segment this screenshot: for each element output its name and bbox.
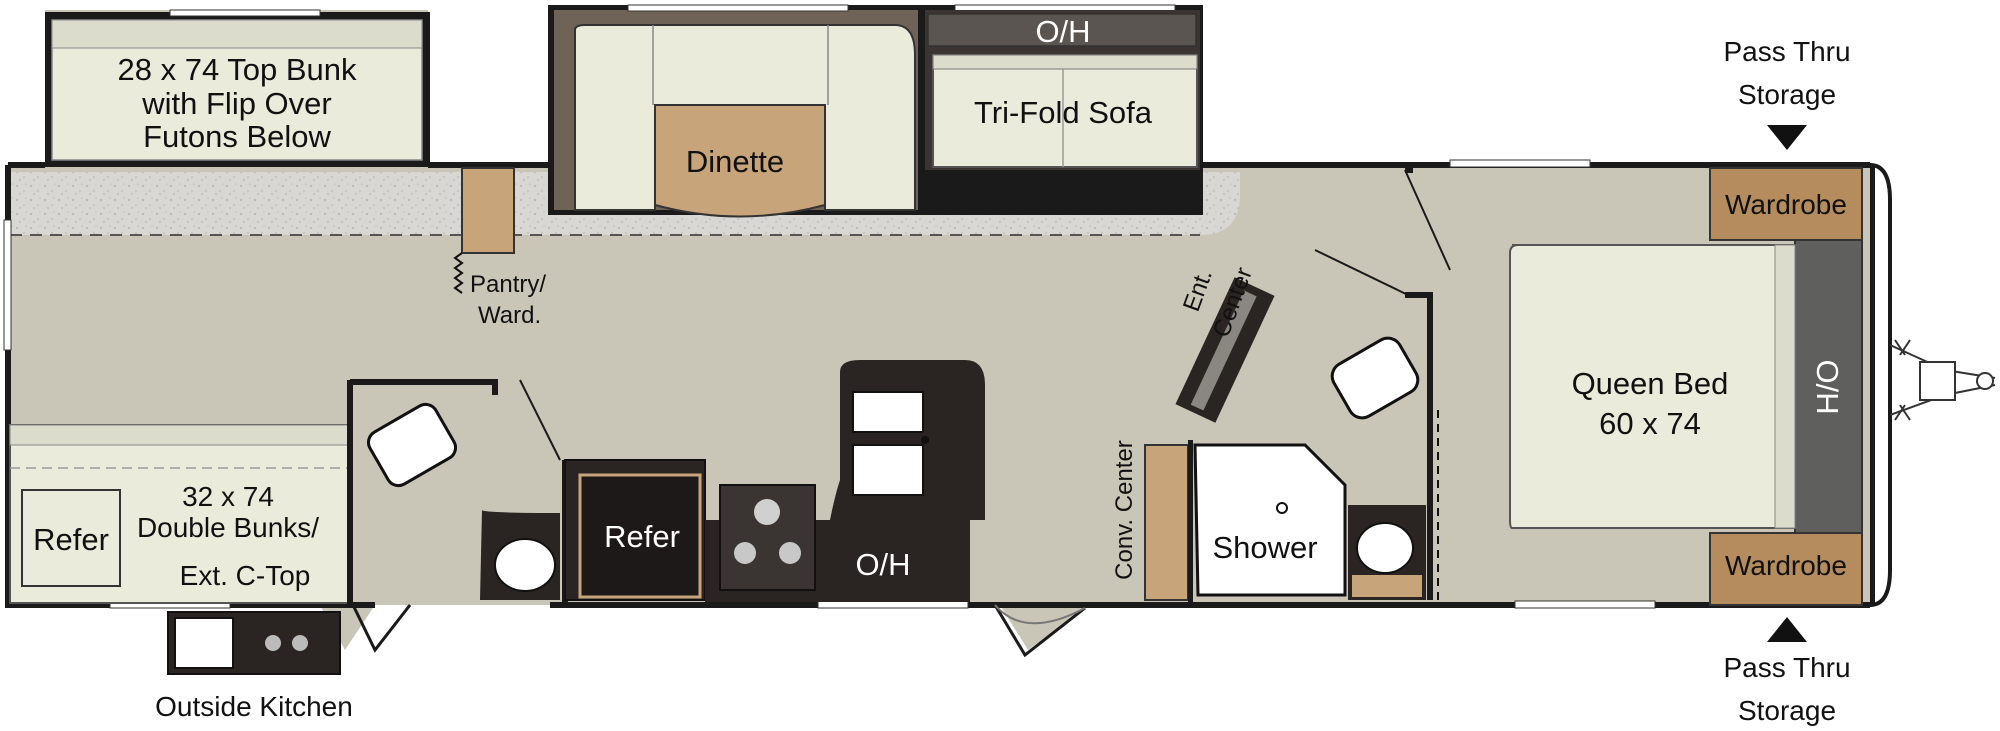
hitch xyxy=(1889,339,1996,421)
pass-thru-top: Pass Thru Storage xyxy=(1723,36,1851,150)
double-bunks-label-1: 32 x 74 xyxy=(182,481,274,512)
entry-door[interactable] xyxy=(993,604,1086,658)
double-bunks-label-3: Ext. C-Top xyxy=(180,560,311,591)
wardrobe-bottom-label: Wardrobe xyxy=(1725,550,1847,581)
outside-kitchen: Outside Kitchen xyxy=(155,611,353,722)
dinette-label: Dinette xyxy=(686,144,784,179)
refer-label: Refer xyxy=(604,519,680,554)
dinette-slide: Dinette O/H Tri-Fold Sofa xyxy=(548,4,1203,218)
overhead-top-label[interactable]: O/H xyxy=(1035,14,1090,49)
pantry[interactable]: Pantry/ Ward. xyxy=(453,167,546,329)
bunk-entry-door[interactable] xyxy=(351,604,412,653)
pass-thru-bottom-label-1: Pass Thru xyxy=(1723,652,1850,683)
kitchen-overhead-label[interactable]: O/H xyxy=(855,547,910,582)
queen-bed-label-1: Queen Bed xyxy=(1572,366,1729,401)
outside-kitchen-label: Outside Kitchen xyxy=(155,691,353,722)
pass-thru-top-label-1: Pass Thru xyxy=(1723,36,1850,67)
master-bedroom: Wardrobe Wardrobe H/O Queen Bed 60 x 74 xyxy=(1509,167,1863,606)
pass-thru-bottom: Pass Thru Storage xyxy=(1723,617,1851,726)
top-bunk-label-1: 28 x 74 Top Bunk xyxy=(118,52,357,87)
kitchen: Refer O/H xyxy=(564,360,985,602)
top-bunk-label-3: Futons Below xyxy=(143,119,331,154)
queen-bed-label-2: 60 x 74 xyxy=(1599,406,1701,441)
pass-thru-top-label-2: Storage xyxy=(1738,79,1836,110)
double-bunks-label-2: Double Bunks/ xyxy=(137,512,319,543)
bedroom-door[interactable] xyxy=(1404,165,1451,271)
pantry-label-2: Ward. xyxy=(478,302,541,329)
top-bunk-label-2: with Flip Over xyxy=(141,86,331,121)
bunk-refer-label: Refer xyxy=(33,522,109,557)
conv-center[interactable]: Conv. Center xyxy=(1111,440,1189,601)
tri-fold-sofa-label: Tri-Fold Sofa xyxy=(974,95,1153,130)
arrow-up-icon xyxy=(1767,617,1807,642)
master-bath: Shower xyxy=(1188,249,1439,605)
pass-thru-bottom-label-2: Storage xyxy=(1738,695,1836,726)
wardrobe-top-label: Wardrobe xyxy=(1725,189,1847,220)
front-cap xyxy=(1869,163,1892,607)
pantry-label-1: Pantry/ xyxy=(470,271,546,298)
front-overhead-label: H/O xyxy=(1810,359,1845,414)
shower-label: Shower xyxy=(1212,530,1317,565)
arrow-down-icon xyxy=(1767,125,1807,150)
bunk-room: Refer 32 x 74 Double Bunks/ Ext. C-Top xyxy=(9,424,351,604)
top-bunk-slide: 28 x 74 Top Bunk with Flip Over Futons B… xyxy=(45,9,430,167)
conv-center-label: Conv. Center xyxy=(1111,440,1138,580)
